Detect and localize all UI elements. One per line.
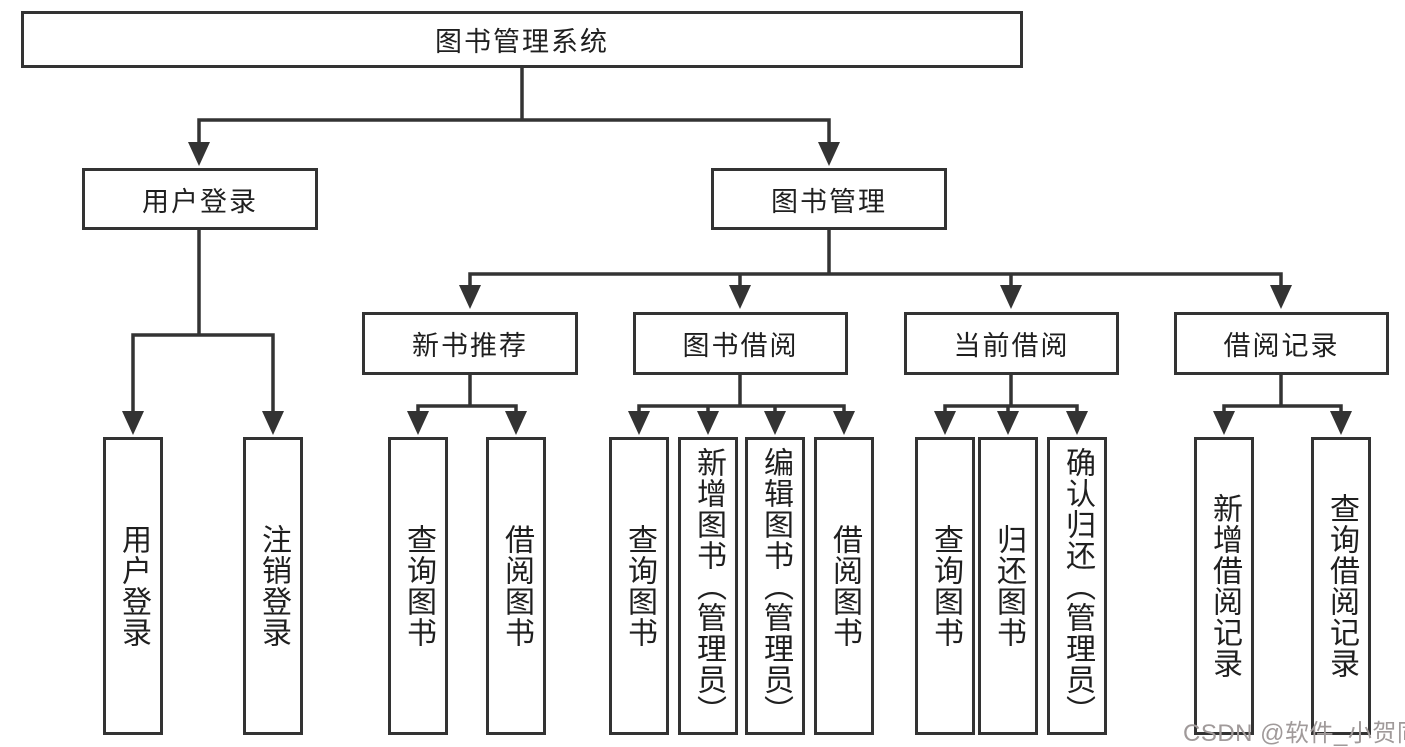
node-label: 新书推荐 xyxy=(412,331,528,361)
arrowhead-icon xyxy=(764,411,786,435)
node-user-login: 用户登录 xyxy=(82,168,318,230)
node-label: 用户登录 xyxy=(142,186,258,217)
node-label: 图书借阅 xyxy=(682,331,799,361)
arrowhead-icon xyxy=(459,285,481,309)
leaf-add-borrow-record: 新增借阅记录 xyxy=(1194,437,1254,735)
arrowhead-icon xyxy=(833,411,855,435)
leaf-label: 注销登录 xyxy=(257,524,290,648)
arrowhead-icon xyxy=(1330,411,1352,435)
arrowhead-icon xyxy=(122,411,144,435)
node-book-management: 图书管理 xyxy=(711,168,947,230)
arrowhead-icon xyxy=(1270,285,1292,309)
arrowhead-icon xyxy=(1000,285,1022,309)
node-label: 借阅记录 xyxy=(1223,331,1340,361)
leaf-query-borrow-record: 查询借阅记录 xyxy=(1311,437,1371,735)
arrowhead-icon xyxy=(729,285,751,309)
leaf-label: 查询图书 xyxy=(402,524,435,648)
leaf-label: 新增图书（管理员） xyxy=(692,446,725,726)
leaf-label: 借阅图书 xyxy=(500,524,533,648)
node-current-borrow: 当前借阅 xyxy=(904,312,1119,375)
leaf-current-query-book: 查询图书 xyxy=(915,437,975,735)
node-borrow-records: 借阅记录 xyxy=(1174,312,1389,375)
arrowhead-icon xyxy=(697,411,719,435)
arrowhead-icon xyxy=(505,411,527,435)
arrowhead-icon xyxy=(628,411,650,435)
leaf-label: 借阅图书 xyxy=(828,524,861,648)
leaf-add-book-admin: 新增图书（管理员） xyxy=(678,437,738,735)
node-book-borrow: 图书借阅 xyxy=(633,312,848,375)
node-new-book-recommend: 新书推荐 xyxy=(362,312,578,375)
connector xyxy=(122,230,284,435)
connector xyxy=(459,230,1292,309)
leaf-confirm-return-admin: 确认归还（管理员） xyxy=(1047,437,1107,735)
arrowhead-icon xyxy=(934,411,956,435)
arrowhead-icon xyxy=(1213,411,1235,435)
leaf-user-login: 用户登录 xyxy=(103,437,163,735)
leaf-newbook-borrow-book: 借阅图书 xyxy=(486,437,546,735)
connector xyxy=(628,375,855,435)
leaf-label: 新增借阅记录 xyxy=(1208,493,1241,679)
arrowhead-icon xyxy=(262,411,284,435)
arrowhead-icon xyxy=(997,411,1019,435)
arrowhead-icon xyxy=(188,142,210,166)
leaf-borrow-book: 借阅图书 xyxy=(814,437,874,735)
leaf-borrow-query-book: 查询图书 xyxy=(609,437,669,735)
connector xyxy=(407,375,527,435)
leaf-label: 查询借阅记录 xyxy=(1325,493,1358,679)
leaf-label: 查询图书 xyxy=(623,524,656,648)
node-label: 图书管理 xyxy=(771,186,887,217)
leaf-label: 查询图书 xyxy=(929,524,962,648)
arrowhead-icon xyxy=(407,411,429,435)
leaf-newbook-query-book: 查询图书 xyxy=(388,437,448,735)
connector xyxy=(934,375,1088,435)
arrowhead-icon xyxy=(818,142,840,166)
leaf-label: 用户登录 xyxy=(117,524,150,648)
leaf-edit-book-admin: 编辑图书（管理员） xyxy=(745,437,805,735)
watermark: CSDN @软件_小贺同学 xyxy=(1183,720,1405,747)
node-library-management-system: 图书管理系统 xyxy=(21,11,1023,68)
leaf-return-book: 归还图书 xyxy=(978,437,1038,735)
node-label: 当前借阅 xyxy=(953,331,1070,361)
leaf-logout: 注销登录 xyxy=(243,437,303,735)
connector xyxy=(1213,375,1352,435)
leaf-label: 确认归还（管理员） xyxy=(1061,446,1094,726)
arrowhead-icon xyxy=(1066,411,1088,435)
leaf-label: 编辑图书（管理员） xyxy=(759,446,792,726)
leaf-label: 归还图书 xyxy=(992,524,1025,648)
connector xyxy=(188,68,840,166)
node-label: 图书管理系统 xyxy=(435,27,609,57)
